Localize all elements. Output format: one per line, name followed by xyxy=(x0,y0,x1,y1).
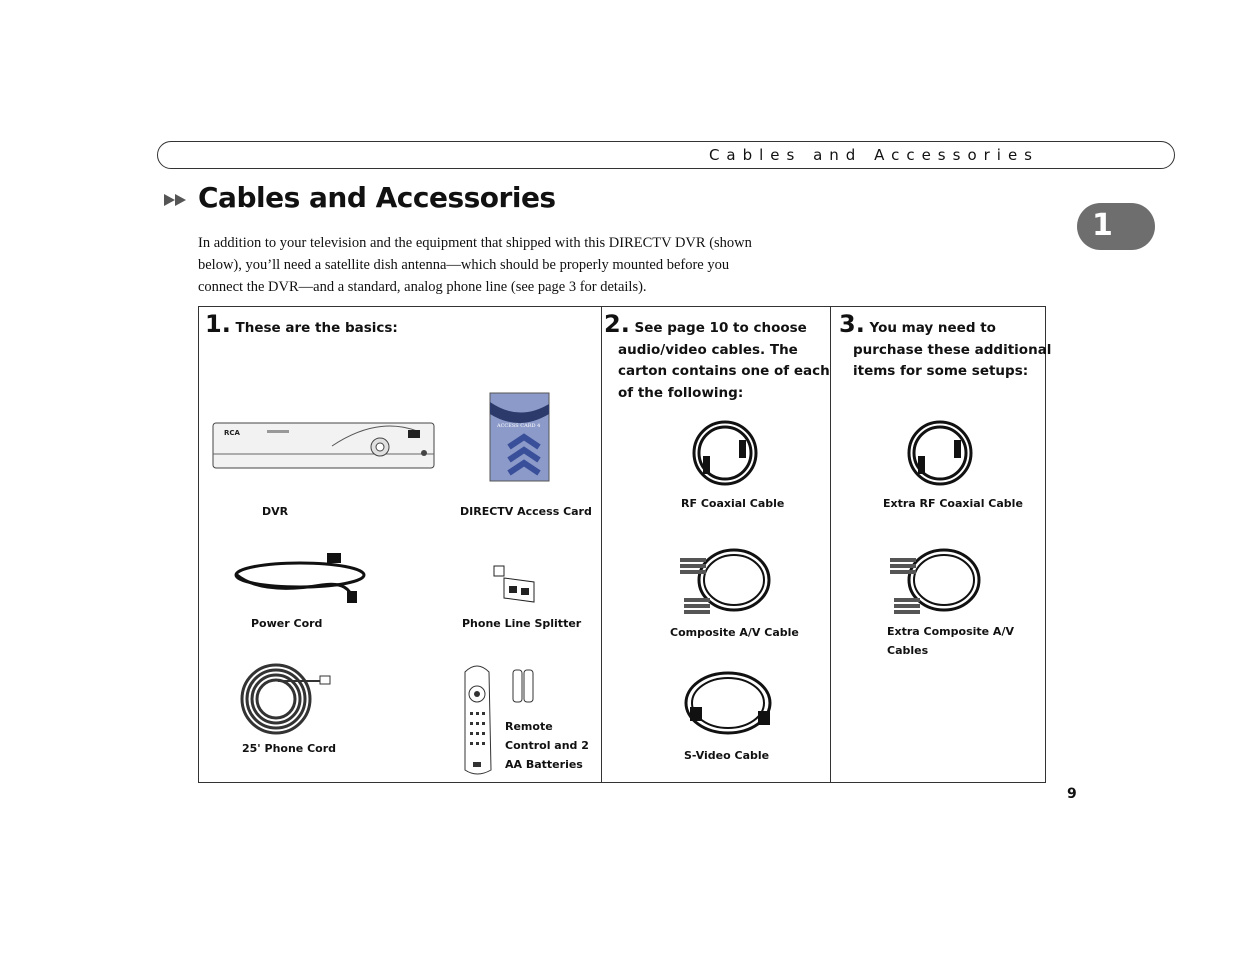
column-3-heading: 3. You may need to purchase these additi… xyxy=(839,312,1059,383)
access-card-illustration: ACCESS CARD 4 xyxy=(489,392,550,482)
item-label: Extra RF Coaxial Cable xyxy=(883,497,1023,510)
s-video-cable-illustration xyxy=(684,671,772,735)
item-label: 25' Phone Cord xyxy=(242,742,337,755)
column-1-number: 1. xyxy=(205,310,231,338)
item-label: DVR xyxy=(262,505,289,518)
column-2-number: 2. xyxy=(604,310,630,338)
fast-forward-icon xyxy=(164,194,186,206)
column-2-heading-text: See page 10 to choose audio/video cables… xyxy=(618,320,830,401)
composite-av-cable-illustration xyxy=(680,548,771,614)
remote-control-illustration xyxy=(464,665,534,775)
running-header-title: Cables and Accessories xyxy=(708,146,1039,164)
rf-coax-cable-illustration xyxy=(692,420,758,486)
item-label: Extra Composite A/V Cables xyxy=(887,625,1014,657)
running-header: Cables and Accessories xyxy=(157,141,1175,169)
extra-composite-av-cable-illustration xyxy=(890,548,981,614)
phone-cord-illustration xyxy=(240,663,331,735)
column-3-heading-text: You may need to purchase these additiona… xyxy=(853,320,1052,379)
item-label: RF Coaxial Cable xyxy=(681,497,785,510)
item-label: Power Cord xyxy=(251,617,323,630)
column-2-heading: 2. See page 10 to choose audio/video cab… xyxy=(604,312,840,404)
item-label: Phone Line Splitter xyxy=(462,617,582,630)
phone-splitter-illustration xyxy=(493,565,535,603)
svg-text:RCA: RCA xyxy=(224,429,241,437)
column-1-heading: 1. These are the basics: xyxy=(205,312,595,340)
chapter-tab: 1 xyxy=(1077,203,1155,250)
dvr-illustration: RCA xyxy=(212,422,435,469)
svg-text:ACCESS CARD 4: ACCESS CARD 4 xyxy=(496,423,540,429)
item-label: S-Video Cable xyxy=(684,749,770,762)
item-label: Composite A/V Cable xyxy=(670,626,799,639)
item-label: Remote Control and 2 AA Batteries xyxy=(505,720,589,771)
accessories-table xyxy=(198,306,1046,783)
page-title: Cables and Accessories xyxy=(198,181,556,214)
item-label: DIRECTV Access Card xyxy=(460,505,592,518)
column-divider xyxy=(830,306,831,783)
power-cord-illustration xyxy=(234,553,366,603)
page-number: 9 xyxy=(1067,786,1077,802)
column-3-number: 3. xyxy=(839,310,865,338)
column-1-heading-text: These are the basics: xyxy=(235,320,398,336)
column-divider xyxy=(601,306,602,783)
extra-rf-coax-cable-illustration xyxy=(907,420,973,486)
intro-paragraph: In addition to your television and the e… xyxy=(198,235,752,295)
